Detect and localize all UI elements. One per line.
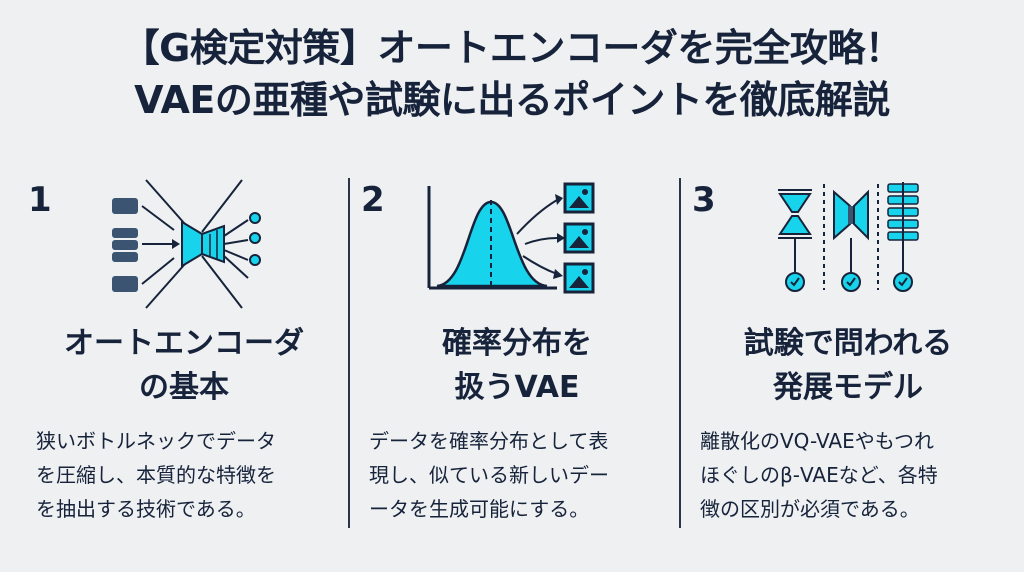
section-autoencoder-basics: 1 オートエンコーダ の基本 狭いボトルネックでデータ を圧縮し、本質的な特徴を… xyxy=(24,172,344,542)
section-description: データを確率分布として表 現し、似ている新しいデー ータを生成可能にする。 xyxy=(357,424,677,526)
section-description-line: 徴の区別が必須である。 xyxy=(700,497,920,521)
section-number: 3 xyxy=(692,180,716,220)
section-heading: 確率分布を 扱うVAE xyxy=(357,322,677,410)
image-icon xyxy=(563,222,595,254)
section-description-line: を圧縮し、本質的な特徴を xyxy=(36,463,276,487)
section-number: 1 xyxy=(28,180,52,220)
section-heading-line: の基本 xyxy=(139,370,229,405)
probability-distribution-icon xyxy=(427,182,595,294)
section-vae-distribution: 2 確率分布を 扱うVAE データを確率分布として表 現し、似ている新しいデー … xyxy=(357,172,677,542)
section-description-line: ほぐしのβ-VAEなど、各特 xyxy=(700,463,938,487)
section-description: 狭いボトルネックでデータ を圧縮し、本質的な特徴を を抽出する技術である。 xyxy=(24,424,344,526)
section-heading-line: 試験で問われる xyxy=(743,326,953,361)
section-description-line: 現し、似ている新しいデー xyxy=(369,463,609,487)
column-divider xyxy=(679,178,681,528)
section-heading-line: 扱うVAE xyxy=(454,370,580,405)
section-advanced-models: 3 試験で問われる 発展モデル 離散化のVQ-VAEやもつれ ほぐしのβ-VAE… xyxy=(688,172,1008,542)
section-heading-line: 確率分布を xyxy=(442,326,592,361)
autoencoder-bottleneck-icon xyxy=(112,179,261,309)
model-variants-icon xyxy=(778,182,919,292)
section-description-line: データを確率分布として表 xyxy=(369,429,609,453)
section-description-line: 離散化のVQ-VAEやもつれ xyxy=(700,429,934,453)
column-divider xyxy=(348,178,350,528)
section-description-line: 狭いボトルネックでデータ xyxy=(36,429,276,453)
image-icon xyxy=(563,262,595,294)
section-description-line: を抽出する技術である。 xyxy=(36,497,256,521)
page-title-line1: 【G検定対策】オートエンコーダを完全攻略！ xyxy=(121,26,903,70)
section-description-line: ータを生成可能にする。 xyxy=(369,497,590,521)
page-title: 【G検定対策】オートエンコーダを完全攻略！ VAEの亜種や試験に出るポイントを徹… xyxy=(0,22,1024,126)
section-heading-line: オートエンコーダ xyxy=(64,326,304,361)
section-heading-line: 発展モデル xyxy=(773,370,923,405)
page-title-line2: VAEの亜種や試験に出るポイントを徹底解説 xyxy=(134,78,890,122)
section-description: 離散化のVQ-VAEやもつれ ほぐしのβ-VAEなど、各特 徴の区別が必須である… xyxy=(688,424,1008,526)
section-number: 2 xyxy=(361,180,385,220)
section-heading: 試験で問われる 発展モデル xyxy=(688,322,1008,410)
section-heading: オートエンコーダ の基本 xyxy=(24,322,344,410)
image-icon xyxy=(563,182,595,214)
